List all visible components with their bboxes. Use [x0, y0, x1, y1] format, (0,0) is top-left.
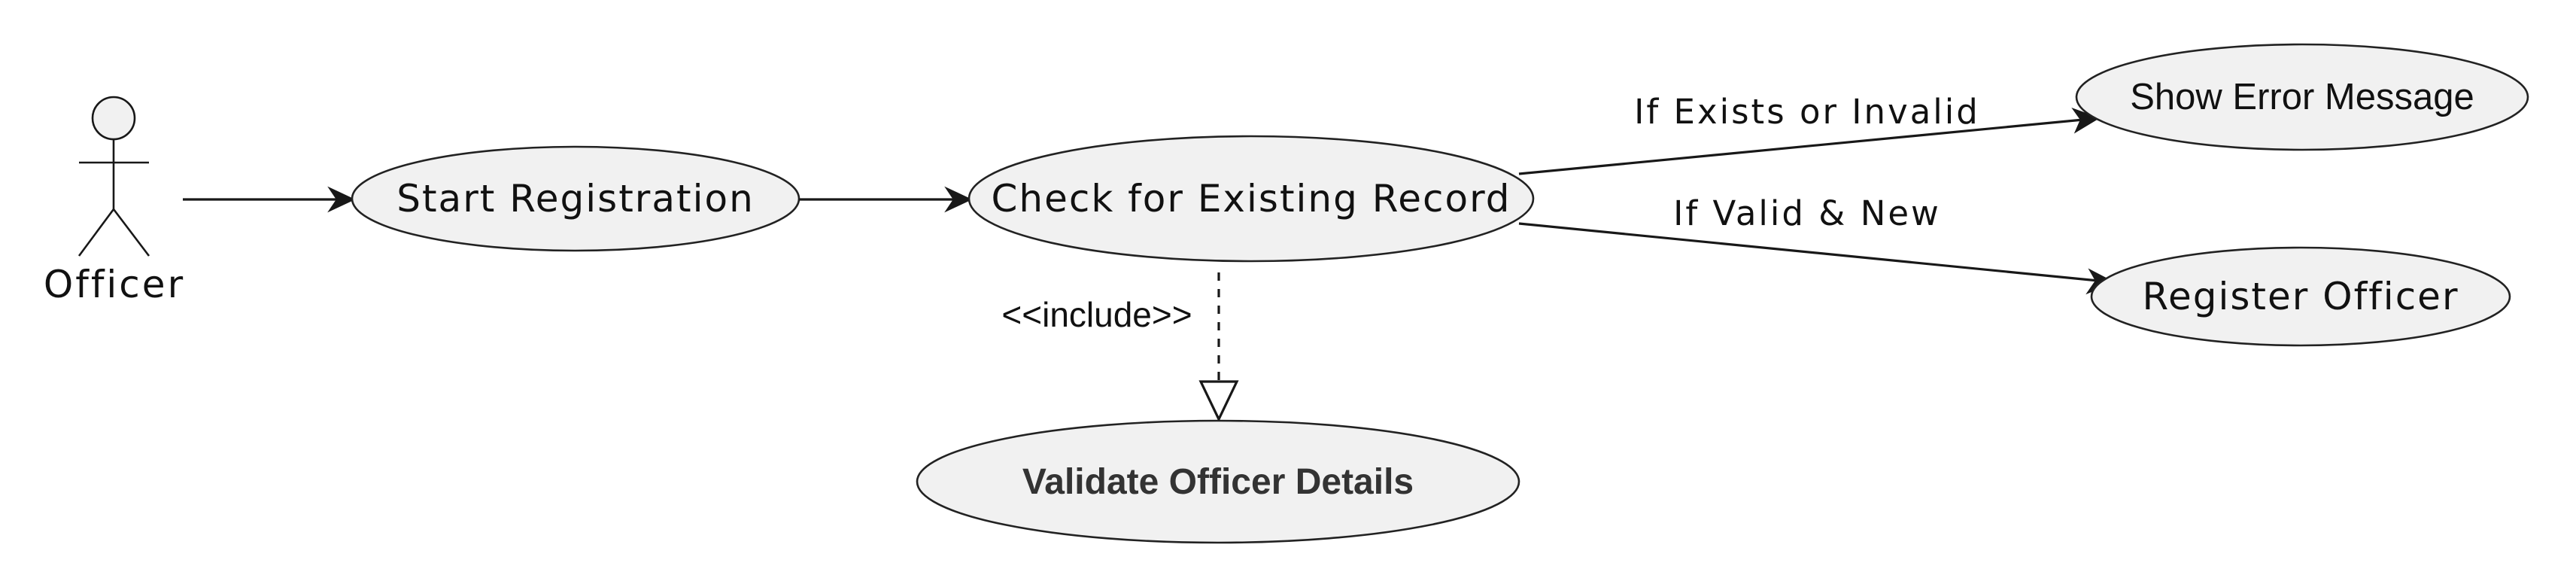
include-label: <<include>>	[1001, 295, 1192, 334]
use-case-ellipse	[968, 135, 1535, 263]
edge-line	[1518, 118, 2084, 175]
use-case-register-officer[interactable]: Register Officer	[2090, 246, 2511, 347]
use-case-ellipse	[2075, 43, 2529, 151]
actor-left-leg	[77, 208, 115, 257]
edge-officer-to-start	[183, 186, 356, 213]
use-case-start-registration[interactable]: Start Registration	[351, 145, 800, 252]
use-case-label: Validate Officer Details	[1022, 462, 1414, 502]
edge-start-to-check	[799, 186, 973, 213]
use-case-validate-officer-details[interactable]: Validate Officer Details	[916, 419, 1520, 544]
edge-label-exists-invalid: If Exists or Invalid	[1634, 92, 1980, 132]
edge-check-to-error: If Exists or Invalid	[1518, 92, 2101, 175]
use-case-label: Show Error Message	[2130, 77, 2474, 117]
edge-line	[1518, 222, 2099, 282]
arrow-head	[327, 186, 356, 213]
actor-right-leg	[112, 208, 150, 257]
actor-officer: Officer	[44, 96, 185, 306]
include-arrow-head	[1198, 380, 1239, 422]
use-case-show-error-message[interactable]: Show Error Message	[2075, 43, 2529, 151]
actor-head	[91, 96, 136, 141]
actor-label: Officer	[44, 263, 185, 306]
use-case-ellipse	[916, 419, 1520, 544]
edge-include-validate: <<include>>	[1001, 272, 1239, 422]
use-case-check-existing-record[interactable]: Check for Existing Record	[968, 135, 1535, 263]
edge-check-to-register: If Valid & New	[1518, 193, 2116, 295]
use-case-label: Start Registration	[396, 177, 755, 221]
use-case-ellipse	[2090, 246, 2511, 347]
arrow-head	[944, 186, 973, 213]
use-case-label: Check for Existing Record	[991, 177, 1511, 221]
edge-label-valid-new: If Valid & New	[1673, 193, 1941, 233]
arrow-head	[2071, 107, 2101, 134]
use-case-label: Register Officer	[2142, 275, 2459, 318]
